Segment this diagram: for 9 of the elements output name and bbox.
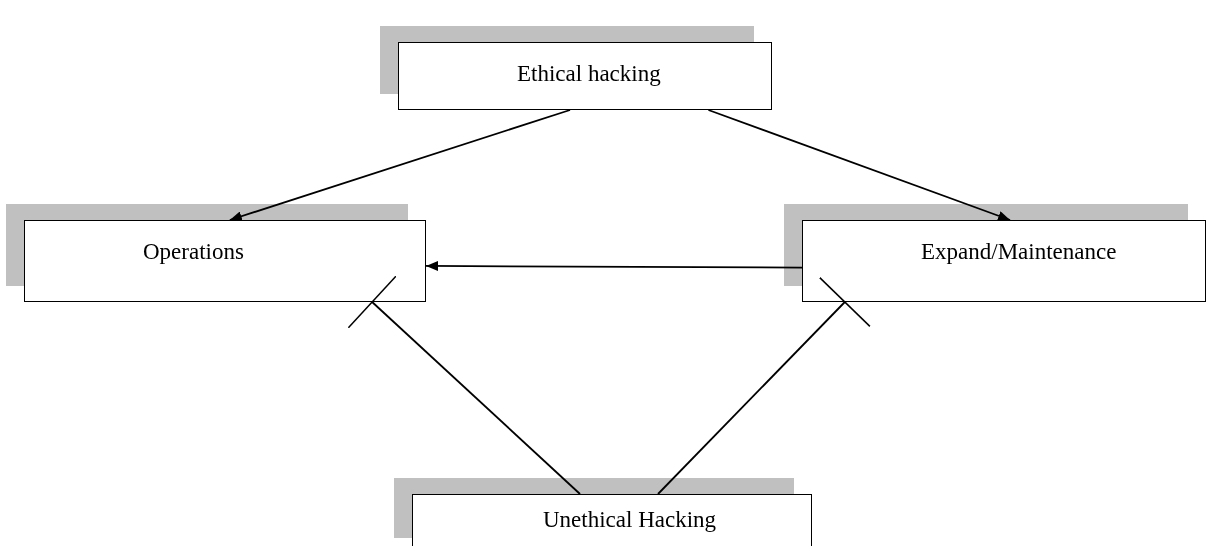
arrow [707, 109, 1011, 221]
arrow [425, 260, 803, 271]
node-label: Ethical hacking [517, 61, 661, 87]
node-label: Operations [143, 239, 244, 265]
node-label: Unethical Hacking [543, 507, 717, 533]
arrow [228, 109, 571, 222]
node-label: Expand/Maintenance [921, 239, 1117, 265]
inhibition-line [347, 275, 581, 495]
inhibition-line [657, 276, 871, 495]
